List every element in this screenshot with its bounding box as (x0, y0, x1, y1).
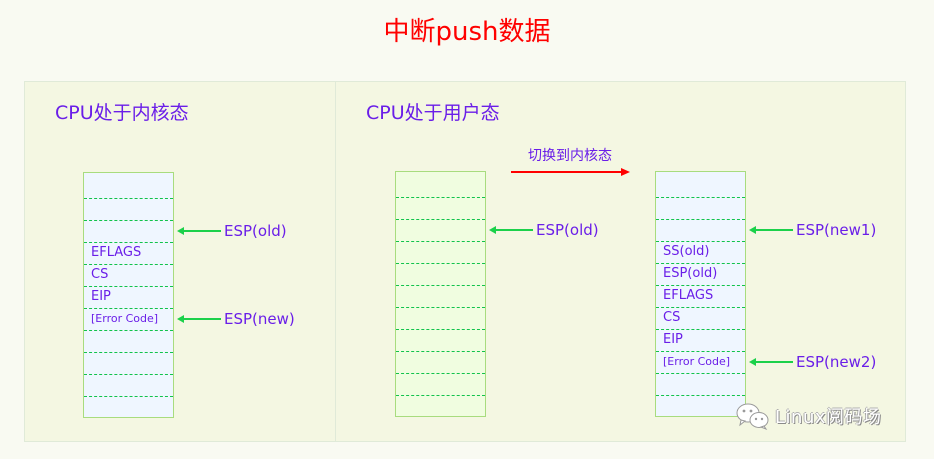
stack-slot: EIP (656, 329, 745, 351)
user-stack (395, 171, 486, 417)
stack-slot: EFLAGS (84, 242, 173, 264)
pointer-label: ESP(old) (224, 222, 287, 240)
stack-slot (84, 176, 173, 198)
pointer-line (183, 230, 221, 232)
stack-slot (396, 241, 485, 263)
wechat-icon (735, 402, 771, 431)
arrow-left-icon (749, 358, 756, 366)
pointer-line (755, 361, 793, 363)
stack-slot: SS(old) (656, 241, 745, 263)
stack-slot (656, 197, 745, 219)
stack-slot (656, 175, 745, 197)
stack-slot: EIP (84, 286, 173, 308)
switch-arrow (511, 168, 630, 176)
user-mode-heading: CPU处于用户态 (366, 102, 500, 124)
stack-slot (396, 285, 485, 307)
watermark-text: Linux阅码场 (775, 407, 882, 428)
stack-slot (84, 330, 173, 352)
kernel-mode-heading: CPU处于内核态 (55, 102, 189, 124)
stack-slot (84, 352, 173, 374)
arrow-left-icon (489, 226, 496, 234)
diagram-title: 中断push数据 (383, 17, 551, 47)
stack-slot (84, 374, 173, 396)
stack-slot (396, 219, 485, 241)
stack-slot (396, 263, 485, 285)
stack-slot (84, 220, 173, 242)
stack-slot (396, 351, 485, 373)
arrow-right-icon (621, 168, 630, 176)
arrow-left-icon (177, 315, 184, 323)
switch-arrow-line (511, 171, 621, 173)
watermark: Linux阅码场 (735, 402, 882, 431)
arrow-left-icon (177, 227, 184, 235)
pointer-label: ESP(new2) (796, 353, 877, 371)
stack-slot (656, 395, 745, 417)
stack-slot (396, 307, 485, 329)
stack-slot (656, 373, 745, 395)
pointer-label: ESP(old) (536, 221, 599, 239)
stack-slot (396, 395, 485, 417)
stack-slot: EFLAGS (656, 285, 745, 307)
stack-slot: [Error Code] (656, 351, 745, 373)
switch-to-kernel-label: 切换到内核态 (528, 148, 612, 164)
stack-slot (396, 329, 485, 351)
pointer-label: ESP(new) (224, 310, 295, 328)
pointer-label: ESP(new1) (796, 221, 877, 239)
stack-slot (84, 396, 173, 418)
stack-slot: [Error Code] (84, 308, 173, 330)
stack-slot (396, 373, 485, 395)
stack-slot (396, 197, 485, 219)
stack-slot: ESP(old) (656, 263, 745, 285)
stack-slot (84, 198, 173, 220)
panel-divider (335, 81, 336, 442)
stack-slot: CS (84, 264, 173, 286)
stack-slot (396, 175, 485, 197)
arrow-left-icon (749, 226, 756, 234)
stack-slot: CS (656, 307, 745, 329)
pointer-line (495, 229, 533, 231)
stack-slot (656, 219, 745, 241)
pointer-line (755, 229, 793, 231)
pointer-line (183, 318, 221, 320)
